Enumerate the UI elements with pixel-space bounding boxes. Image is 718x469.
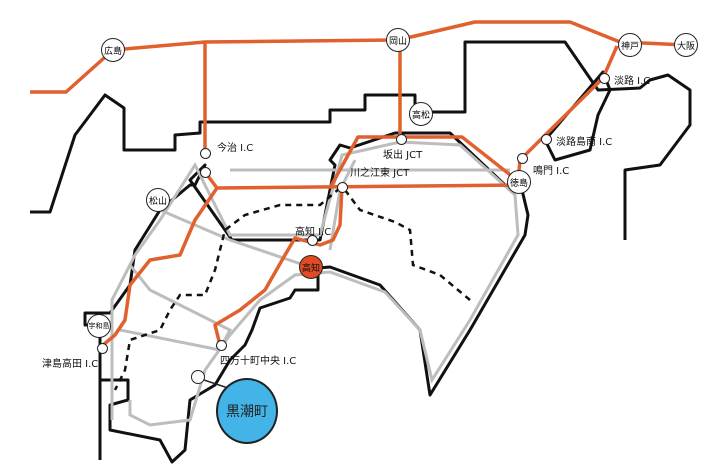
ic-marker xyxy=(200,167,211,178)
kuroshio-callout: 黒潮町 xyxy=(216,378,278,444)
prefecture-border-2 xyxy=(344,189,471,301)
expressway-matsuyama xyxy=(101,187,219,347)
expressway-sanyo xyxy=(30,20,687,94)
ic-awajishima-minami-label: 淡路島南 I.C xyxy=(556,137,613,148)
city-hiroshima: 広島 xyxy=(101,38,125,62)
ic-kochi-label: 高知 I.C xyxy=(295,227,332,238)
jct-sakaide-marker xyxy=(396,134,407,145)
city-tokushima: 徳島 xyxy=(507,170,531,194)
ic-tsushima-label: 津島高田 I.C xyxy=(42,359,99,370)
city-takamatsu: 高松 xyxy=(409,102,433,126)
prefecture-border-1 xyxy=(113,187,341,391)
city-matsuyama: 松山 xyxy=(146,188,170,212)
coastline-honshu xyxy=(30,40,692,240)
road-cross-1 xyxy=(128,264,233,346)
road-cross-2 xyxy=(119,328,221,352)
ic-awaji-marker xyxy=(599,73,610,84)
ic-kochi-marker xyxy=(307,235,318,246)
ic-naruto-marker xyxy=(517,153,528,164)
jct-sakaide-label: 坂出 JCT xyxy=(383,150,423,161)
ic-tsushima-marker xyxy=(97,343,108,354)
kuroshio-location-marker xyxy=(191,370,205,384)
expressway-kochi xyxy=(213,186,344,346)
city-osaka: 大阪 xyxy=(674,33,698,57)
ic-shimanto-marker xyxy=(216,340,227,351)
city-okayama: 岡山 xyxy=(386,28,410,52)
expressway-akashi-kaikyo xyxy=(516,45,619,182)
ic-shimanto-label: 四万十町中央 I.C xyxy=(220,356,297,367)
coastline-shikoku xyxy=(83,131,530,464)
ic-awajishima-minami-marker xyxy=(541,134,552,145)
ic-imabari-label: 今治 I.C xyxy=(217,143,254,154)
city-kochi: 高知 xyxy=(299,255,323,279)
kuroshio-callout-label: 黒潮町 xyxy=(226,404,268,420)
road-ring xyxy=(110,140,520,427)
ic-naruto-label: 鳴門 I.C xyxy=(533,166,570,177)
jct-kawanoe-label: 川之江東 JCT xyxy=(350,168,410,179)
city-kobe: 神戸 xyxy=(618,33,642,57)
ic-awaji-label: 淡路 I.C xyxy=(614,76,651,87)
city-uwajima: 宇和島 xyxy=(87,314,111,338)
expressway-takamatsu xyxy=(328,135,520,189)
jct-kawanoe-marker xyxy=(337,182,348,193)
ic-imabari-marker xyxy=(200,148,211,159)
